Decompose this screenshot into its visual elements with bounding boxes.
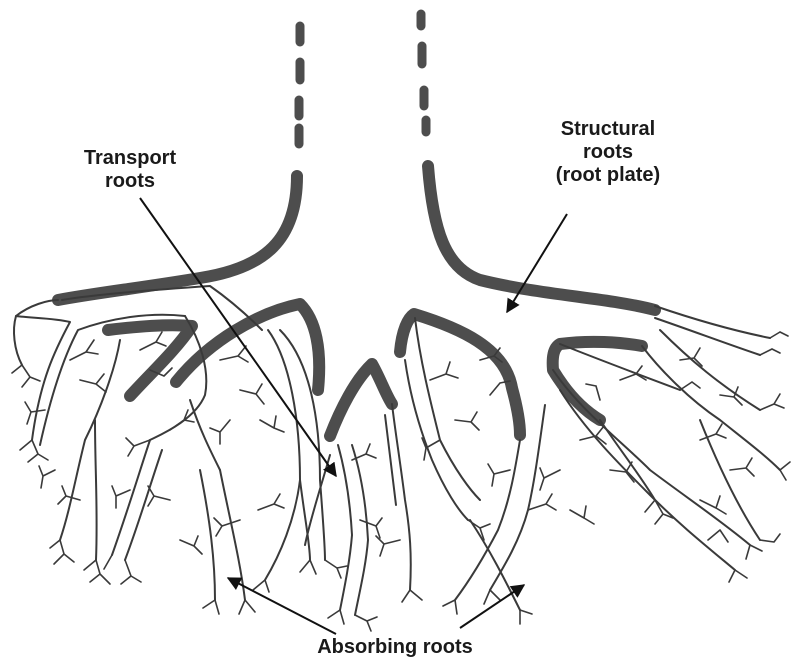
trunk-dashes: [299, 14, 426, 144]
structural-roots: [58, 166, 655, 436]
transport-roots-arrow: [140, 198, 336, 476]
structural-roots-label-line1: Structural: [530, 118, 686, 141]
structural-roots-label: Structural roots (root plate): [530, 118, 686, 187]
transport-roots-label-line2: roots: [64, 170, 196, 193]
transport-roots-label: Transport roots: [64, 147, 196, 193]
transport-roots-label-line1: Transport: [64, 147, 196, 170]
absorbing-roots-arrow-left: [228, 578, 336, 634]
absorbing-roots-label: Absorbing roots: [290, 636, 500, 659]
structural-roots-label-line3: (root plate): [530, 164, 686, 187]
structural-roots-label-line2: roots: [530, 141, 686, 164]
absorbing-roots-label-text: Absorbing roots: [290, 636, 500, 659]
absorbing-roots: [12, 332, 790, 631]
